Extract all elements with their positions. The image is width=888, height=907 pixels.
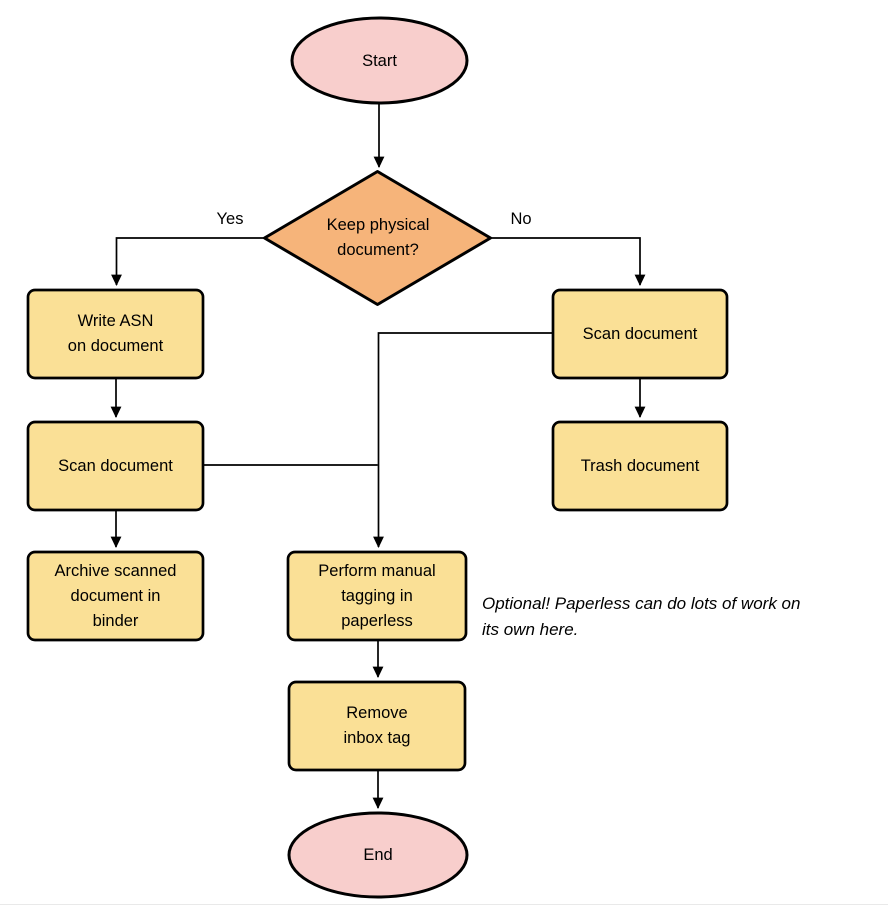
node-perform-shape bbox=[286, 550, 468, 642]
node-start-shape bbox=[290, 16, 469, 105]
optional-annotation: Optional! Paperless can do lots of work … bbox=[482, 594, 801, 639]
node-trash-shape bbox=[551, 420, 729, 512]
node-end-shape bbox=[287, 811, 469, 899]
node-decision-shape bbox=[263, 170, 492, 306]
node-remove-shape bbox=[287, 680, 467, 772]
edge-decision-no bbox=[490, 237, 646, 287]
node-scan-left-shape bbox=[26, 420, 205, 512]
edge-decision-yes bbox=[111, 237, 265, 287]
edge-yes-label: Yes bbox=[216, 210, 244, 228]
node-scan-right-shape bbox=[551, 288, 729, 380]
edge-no-label: No bbox=[510, 210, 532, 228]
edge-scanright-to-perform bbox=[373, 332, 553, 549]
node-archive-shape bbox=[26, 550, 205, 642]
node-write-asn-shape bbox=[26, 288, 205, 380]
page-bottom-divider bbox=[0, 904, 888, 905]
